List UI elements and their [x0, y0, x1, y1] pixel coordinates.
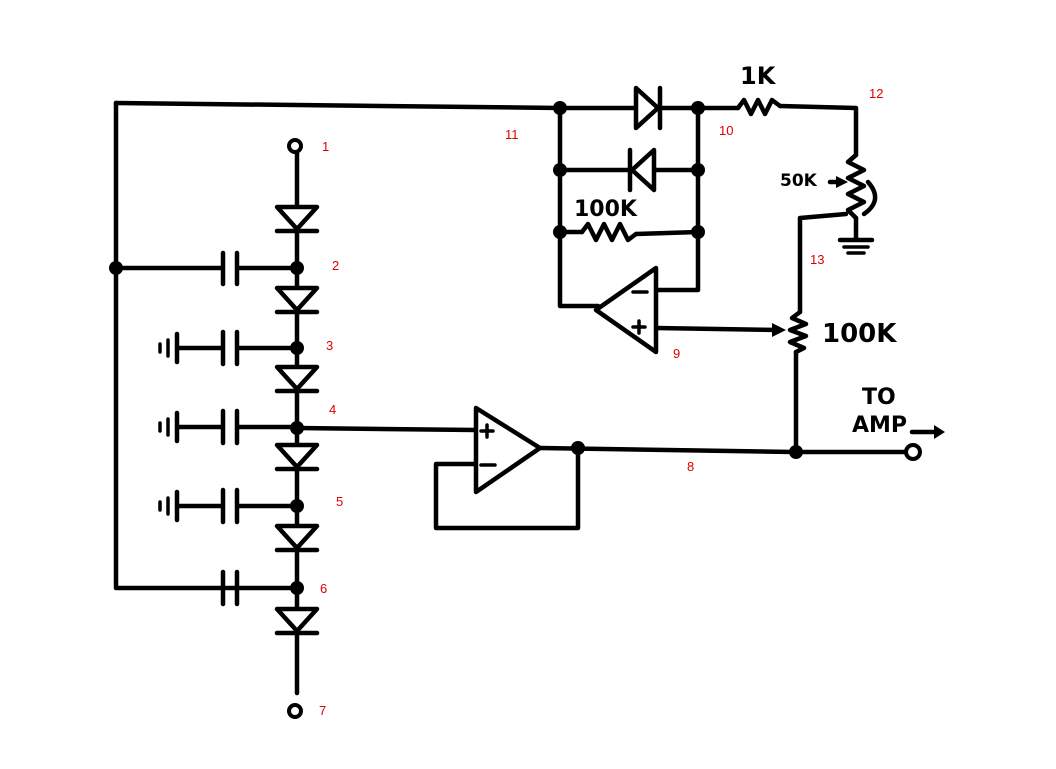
node-number-1: 1	[322, 139, 329, 154]
node-number-8: 8	[687, 459, 694, 474]
r50k-wiper-to-pot	[797, 211, 849, 315]
diode-5-6	[274, 523, 320, 553]
feedback-diode-reverse	[627, 147, 657, 193]
feedback-opamp	[593, 265, 659, 355]
terminal-7	[287, 703, 303, 719]
node-number-2: 2	[332, 258, 339, 273]
side-grounds	[158, 331, 180, 523]
buffer-opamp	[473, 405, 543, 495]
node-number-7: 7	[319, 703, 326, 718]
left-bus-wire	[113, 100, 300, 591]
capacitor-node-3	[220, 329, 240, 367]
node-number-12: 12	[869, 86, 883, 101]
resistor-100k-feedback	[579, 221, 639, 243]
resistor-1k	[735, 97, 783, 117]
ground-main	[837, 237, 875, 255]
label-to: TO	[862, 385, 896, 410]
node-number-5: 5	[336, 494, 343, 509]
capacitor-node-5	[220, 487, 240, 525]
potentiometer-100k	[772, 309, 809, 355]
node-numbers: 1 2 3 4 5 6 7 8 9 10 11 12 13	[319, 86, 883, 718]
ground-node-3	[158, 331, 180, 365]
capacitor-node-6	[220, 569, 240, 607]
ground-node-5	[158, 489, 180, 523]
capacitor-node-2	[220, 250, 240, 287]
pot50k-wiper-arrow	[836, 176, 848, 188]
terminal-1	[287, 138, 303, 154]
pot-wiper-wire	[653, 325, 783, 333]
diode-2-3	[274, 285, 320, 315]
label-50k: 50K	[780, 171, 818, 191]
diode-1-2	[274, 204, 320, 234]
diode-string	[274, 204, 320, 636]
buffer-input-wire	[294, 425, 479, 433]
node-number-11: 11	[505, 127, 519, 142]
pot100k-wiper-arrow	[772, 323, 786, 337]
opamp9-plus-sign	[631, 319, 647, 335]
diode-3-4	[274, 364, 320, 394]
node-number-3: 3	[326, 338, 333, 353]
node-number-10: 10	[719, 123, 733, 138]
capacitor-node-4	[220, 408, 240, 446]
output-wire	[537, 445, 915, 455]
to-amp-arrow-head	[934, 425, 945, 439]
junction-dots	[109, 101, 803, 595]
node-number-6: 6	[320, 581, 327, 596]
node-number-13: 13	[810, 252, 824, 267]
diode-4-5	[274, 442, 320, 472]
capacitors	[220, 250, 240, 607]
diode-6-7	[274, 606, 320, 636]
label-1k: 1K	[740, 62, 777, 90]
terminal-to-amp	[904, 443, 922, 461]
buffer-feedback-wire	[433, 445, 581, 531]
feedback-diode-forward	[633, 85, 663, 131]
pot50k-wiper-curve	[861, 179, 878, 217]
top-wire	[113, 100, 563, 111]
label-pot-100k: 100K	[822, 319, 897, 349]
ground-node-4	[158, 410, 180, 444]
potentiometer-50k	[827, 152, 878, 221]
node-number-4: 4	[329, 402, 336, 417]
label-100k-feedback: 100K	[574, 197, 638, 222]
label-amp: AMP	[852, 413, 907, 438]
node-number-9: 9	[673, 346, 680, 361]
buffer-plus-sign	[479, 423, 495, 439]
opamp-output-wire	[557, 105, 701, 293]
